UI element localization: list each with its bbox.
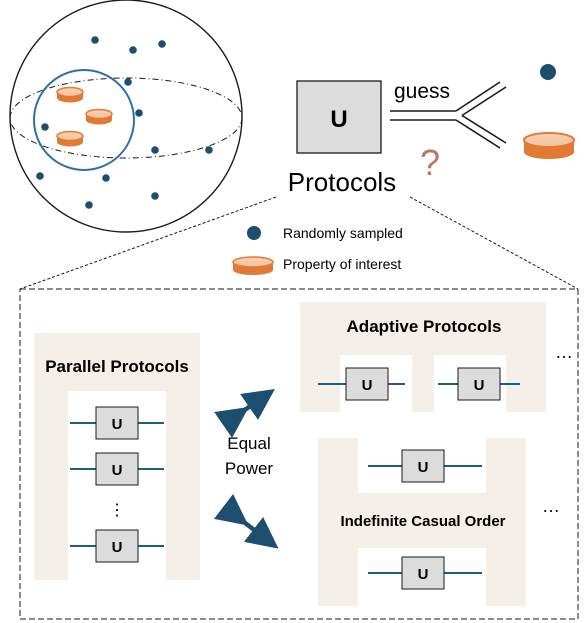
zoom-lines [19,196,579,290]
adaptive-ellipsis: … [555,342,573,362]
sphere-equator [9,77,243,159]
equivalence-arrow-adaptive [214,389,275,438]
parallel-protocols-title: Parallel Protocols [45,357,189,376]
parallel-gate: U [95,406,139,440]
indefinite-panel [318,438,526,606]
adaptive-gate: U [457,367,501,401]
indefinite-ellipsis: … [542,496,560,516]
legend-dot-icon [247,226,261,240]
protocols-frame [19,288,579,620]
coin-icon [56,86,84,103]
legend-coin-icon [232,256,274,275]
svg-text:U: U [474,377,485,394]
parallel-gate: U [95,529,139,563]
adaptive-panel [300,302,546,412]
equal-power-label-line1: Equal [227,434,270,453]
parallel-gate: U [95,452,139,486]
sampled-dot-icon [540,64,556,80]
svg-text:U: U [112,539,123,556]
equivalence-arrow-indefinite [213,493,279,549]
sampled-dots [36,36,213,209]
unitary-label: U [330,106,347,133]
protocols-label: Protocols [288,167,396,197]
guess-label: guess [394,80,450,103]
equal-power-label-line2: Power [225,459,274,478]
svg-text:U: U [112,462,123,479]
svg-text:U: U [112,416,123,433]
unitary-box: U [296,80,382,154]
parallel-panel [34,333,200,580]
coin-icon [523,132,575,159]
svg-text:U: U [418,459,429,476]
legend-randomly-sampled: Randomly sampled [283,225,403,241]
coin-icon [56,130,84,147]
legend-property-of-interest: Property of interest [283,256,401,272]
coin-icon [85,108,113,125]
indefinite-gate: U [401,556,445,590]
adaptive-gate: U [345,367,389,401]
guess-fork-lines [390,81,507,149]
indefinite-causal-order-title: Indefinite Casual Order [340,513,505,530]
subset-circle [33,69,135,171]
indefinite-gate: U [401,449,445,483]
adaptive-protocols-title: Adaptive Protocols [347,317,502,336]
svg-text:U: U [418,566,429,583]
svg-text:U: U [362,377,373,394]
question-mark: ? [420,142,440,183]
state-sphere [9,0,243,233]
vertical-ellipsis: ⋮ [109,502,125,519]
